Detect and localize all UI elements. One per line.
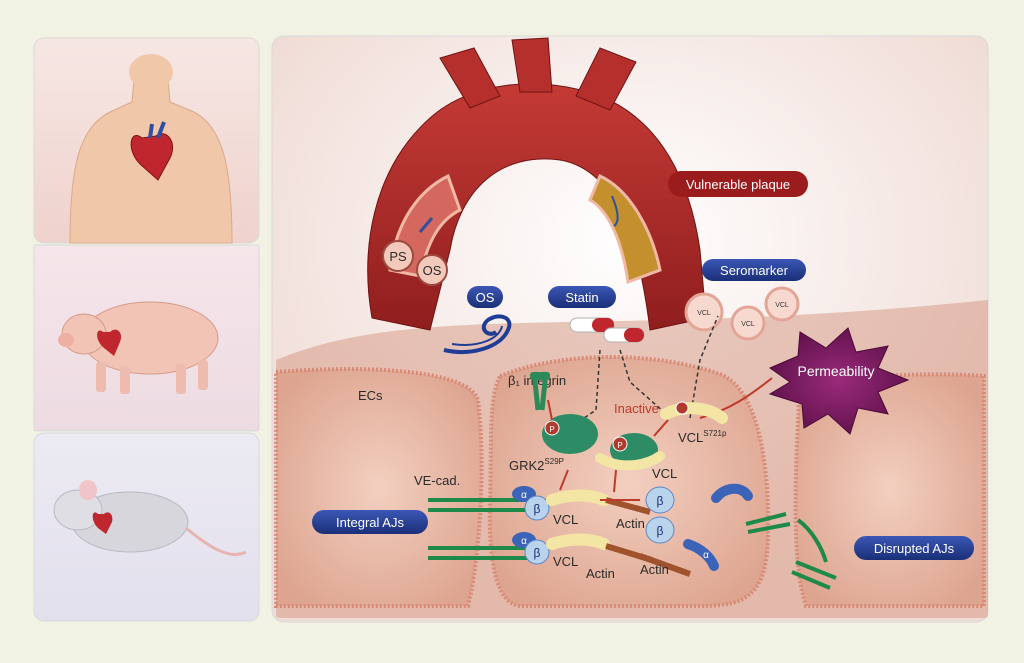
arrow-complex-to-inactive xyxy=(653,419,669,437)
species-panel-human xyxy=(33,37,260,244)
vcl-release-line xyxy=(689,315,719,419)
capsule-pills-icon xyxy=(569,317,645,343)
disrupted-junction-fragments xyxy=(745,512,837,590)
pig-heart-icon xyxy=(58,301,219,394)
catenin-complex-top: α β xyxy=(512,486,610,521)
beta-top-label: β xyxy=(534,502,541,516)
alpha-bottom-label: α xyxy=(521,536,527,547)
statin-label: Statin xyxy=(565,290,598,305)
vcl-top-label: VCL xyxy=(553,512,578,527)
actin-filament-top xyxy=(605,497,651,515)
actin-free-label: Actin xyxy=(640,562,669,577)
ve-cadherin-junction-bottom xyxy=(428,546,530,560)
integral-ajs-pill: Integral AJs xyxy=(312,510,428,534)
vesicle-2: VCL xyxy=(730,305,766,341)
free-alpha-2: α xyxy=(683,539,719,571)
vesicle-3: VCL xyxy=(764,286,800,322)
actin-top-label: Actin xyxy=(616,516,645,531)
vcl-phosphorylated xyxy=(660,401,728,424)
vcl-s721p-label: VCLS721p xyxy=(678,429,727,445)
species-panel-pig xyxy=(33,244,260,432)
arrow-grk2-to-vcl xyxy=(559,469,569,491)
os-circle: OS xyxy=(416,254,448,286)
free-beta-2-label: β xyxy=(657,524,664,538)
arrow-integrin-to-grk2 xyxy=(547,399,553,421)
main-panel: PS OS Vulnerable plaque OS Statin xyxy=(271,35,989,623)
grk2-label: GRK2S29P xyxy=(509,457,564,473)
grk2-vcl-complex: P xyxy=(595,433,665,471)
inactive-label: Inactive xyxy=(614,401,659,416)
vesicle-1: VCL xyxy=(684,292,724,332)
statin-pill: Statin xyxy=(548,286,616,308)
free-alpha-1 xyxy=(711,483,753,503)
actin-filament-free xyxy=(638,553,692,577)
vesicle-1-label: VCL xyxy=(697,310,711,317)
grk2-phospho-label: P xyxy=(549,425,554,434)
ecs-label: ECs xyxy=(358,388,383,403)
os-circle-label: OS xyxy=(423,263,442,278)
disrupted-ajs-pill: Disrupted AJs xyxy=(854,536,974,560)
seromarker-pill: Seromarker xyxy=(702,259,806,281)
grk2-protein: P xyxy=(542,414,598,454)
species-panel-mouse xyxy=(33,432,260,622)
beta1-integrin-receptor xyxy=(530,371,550,411)
free-alpha-2-label: α xyxy=(703,550,709,561)
complex-phospho-label: P xyxy=(617,441,622,450)
free-beta-2: β xyxy=(645,516,675,544)
integral-ajs-label: Integral AJs xyxy=(336,515,404,530)
os-pill-label: OS xyxy=(476,290,495,305)
permeability-label: Permeability xyxy=(797,363,874,379)
vesicle-3-label: VCL xyxy=(775,302,789,309)
vulnerable-plaque-label: Vulnerable plaque xyxy=(686,177,790,192)
disrupted-ajs-label: Disrupted AJs xyxy=(874,541,955,556)
arrow-vcl-to-complex xyxy=(613,469,617,493)
statin-inhibit-line-2 xyxy=(619,349,665,413)
vulnerable-plaque-pill: Vulnerable plaque xyxy=(668,171,808,197)
alpha-top-label: α xyxy=(521,490,527,501)
seromarker-label: Seromarker xyxy=(720,263,789,278)
human-torso-heart-icon xyxy=(69,54,233,244)
ve-cad-label: VE-cad. xyxy=(414,473,460,488)
actin-bottom-label: Actin xyxy=(586,566,615,581)
ps-circle: PS xyxy=(382,240,414,272)
free-beta-1: β xyxy=(645,486,675,514)
free-beta-1-label: β xyxy=(657,494,664,508)
os-pill: OS xyxy=(467,286,503,308)
ve-cadherin-junction-top xyxy=(428,498,530,512)
oscillatory-flow-swirl-icon xyxy=(443,314,512,354)
mouse-heart-icon xyxy=(53,480,247,556)
ps-label: PS xyxy=(389,249,407,264)
vcl-label-mid: VCL xyxy=(652,466,677,481)
catenin-complex-bottom: α β xyxy=(512,532,610,565)
vcl-bottom-label: VCL xyxy=(553,554,578,569)
endothelial-cell-center xyxy=(487,355,771,608)
beta-bottom-label: β xyxy=(534,546,541,560)
vesicle-2-label: VCL xyxy=(741,321,755,328)
permeability-burst: Permeability xyxy=(768,327,910,435)
